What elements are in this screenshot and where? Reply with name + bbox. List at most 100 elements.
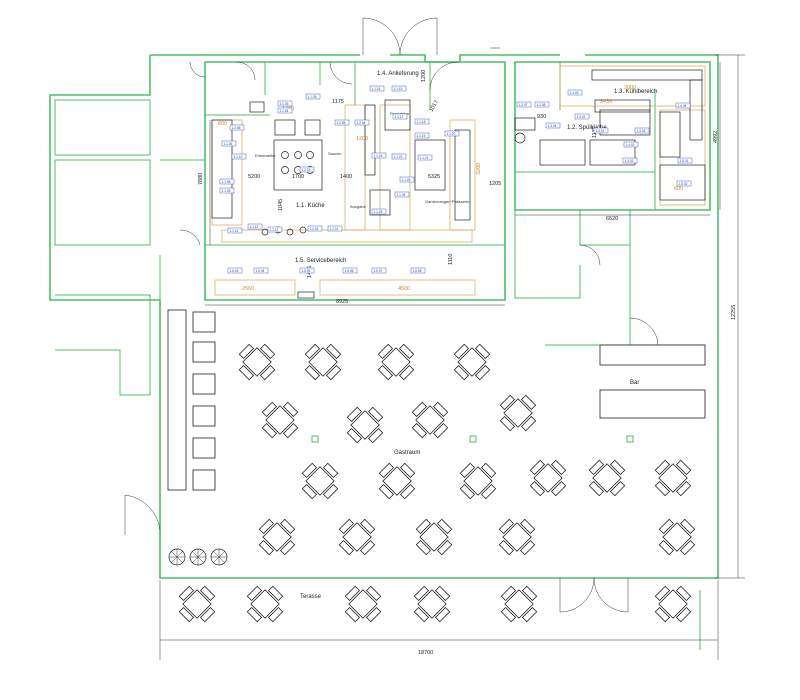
fan-icons [168, 548, 228, 566]
dim-dish-width: 6520 [606, 216, 618, 222]
equipment-tag-label: 1.1.26 [397, 193, 406, 197]
equipment-tag-label: 1.2.07 [519, 103, 528, 107]
equipment-tag-label: 1.1.18 [417, 120, 426, 124]
equipment-tag: 1.1.16 [369, 85, 385, 92]
odim-2000: 2000 [624, 85, 636, 91]
equipment-tag-label: 1.1.21 [420, 156, 429, 160]
dim-5200: 5200 [248, 174, 260, 180]
equipment-tag: 1.2.02 [307, 225, 323, 232]
table-with-chairs [415, 518, 453, 556]
table-with-chairs [411, 401, 449, 439]
equipment-tag: 1.1.17 [392, 113, 408, 120]
equipment-tag-label: 1.4.04 [678, 104, 687, 108]
equipment-tag: 1.5.02 [676, 180, 692, 187]
equipment-tag-label: 1.5.03 [230, 269, 239, 273]
equipment-tag-label: 1.4.03 [570, 91, 579, 95]
equipment-tag: 1.1.22 [391, 153, 407, 160]
equipment-tag-label: 1.5.07 [374, 269, 383, 273]
doors [124, 17, 659, 613]
equipment-tag-label: 1.3.03 [625, 159, 634, 163]
equipment-tag-label: 1.3.04 [548, 124, 557, 128]
room-terrace: Terasse [300, 594, 322, 600]
table-with-chairs [654, 585, 692, 623]
equipment-tag-label: 1.1.05 [308, 95, 317, 99]
dim-1700: 1700 [292, 174, 304, 180]
dim-1205: 1205 [489, 181, 501, 187]
equipment-tag-label: 1.5.08 [413, 269, 422, 273]
equipment-tag: 1.5.01 [677, 157, 693, 164]
dim-1110: 1110 [448, 254, 454, 265]
odim-3200: 3200 [476, 163, 482, 175]
equipment-tag-label: 1.2.03 [302, 168, 311, 172]
room-service: 1.5. Servicebereich [295, 258, 346, 264]
equipment-tag-label: 1.5.01 [680, 159, 689, 163]
dim-kitchen-width: 8925 [336, 299, 348, 305]
equipment-tag: 1.1.12 [267, 226, 283, 233]
equipment-tag: 1.1.06 [221, 140, 237, 147]
table-with-chairs [413, 585, 451, 623]
equipment-tag: 1.4.01 [593, 127, 609, 134]
equipment-tag-label: 1.2.01 [330, 227, 339, 231]
equipment-tag-label: 1.1.13 [250, 225, 259, 229]
equipment-tag: 1.1.14 [227, 227, 243, 234]
equipment-tag-label: 1.5.04 [256, 269, 265, 273]
equipment-tag-label: 1.4.02 [626, 143, 635, 147]
odim-2560: 2560 [242, 286, 254, 292]
equipment-tags: 1.1.031.1.041.1.051.1.061.1.081.1.091.1.… [219, 85, 693, 274]
equipment-tag: 1.2.04 [354, 119, 370, 126]
table-with-chairs [258, 518, 296, 556]
equipment-tag-label: 1.1.19 [417, 134, 426, 138]
dim-overall-height: 12255 [731, 305, 737, 320]
equipment-tag-label: 1.1.12 [270, 228, 279, 232]
equipment-tag: 1.3.02 [634, 127, 650, 134]
equipment-tag: 1.2.03 [299, 166, 315, 173]
equipment-tag-label: 1.3.01 [577, 115, 586, 119]
equipment-tag: 1.5.08 [410, 267, 426, 274]
table-with-chairs [500, 585, 538, 623]
table-with-chairs [344, 585, 382, 623]
left-bench [167, 309, 216, 491]
dim-930: 930 [537, 114, 546, 120]
equipment-tag: 1.3.03 [622, 157, 638, 164]
equipment-tag-label: 1.4.01 [596, 129, 605, 133]
odim-3434: 3434 [600, 99, 612, 105]
table-with-chairs [529, 459, 567, 497]
outer-walls [49, 54, 719, 650]
table-with-chairs [588, 459, 626, 497]
table-with-chairs [304, 343, 342, 381]
equipment-tag-label: 1.2.04 [357, 121, 366, 125]
odim-800: 800 [218, 121, 227, 127]
label-saucier: Saucier [328, 151, 342, 156]
equipment-tag-label: 1.1.16 [372, 87, 381, 91]
table-with-chairs [301, 462, 339, 500]
table-with-chairs [246, 585, 284, 623]
dimension-lines [159, 54, 745, 660]
equipment-tag: 1.5.04 [253, 267, 269, 274]
room-delivery: 1.4. Anlieferung [377, 71, 419, 77]
equipment-tag-label: 1.1.03 [280, 102, 289, 106]
table-with-chairs [499, 394, 537, 432]
equipment-tag: 1.1.28 [371, 208, 387, 215]
equipment-tag: 1.2.08 [534, 101, 550, 108]
equipment-tag-label: 1.1.22 [394, 155, 403, 159]
equipment-tag: 1.5.07 [371, 267, 387, 274]
bar-label: Bar [630, 380, 639, 386]
equipment-tag-label: 1.1.15 [394, 87, 403, 91]
equipment-tag: 1.3.01 [574, 113, 590, 120]
equipment-tag: 1.1.10 [231, 153, 247, 160]
equipment-tag-label: 1.1.06 [224, 142, 233, 146]
equipment-tag: 1.5.06 [342, 267, 358, 274]
equipment-tag-label: 1.2.06 [232, 126, 241, 130]
odim-1200: 1200 [356, 136, 368, 142]
dim-overall-width: 18700 [418, 650, 433, 656]
equipment-tag: 1.1.19 [414, 132, 430, 139]
equipment-tag: 1.1.04 [277, 107, 293, 114]
equipment-tag: 1.4.02 [623, 141, 639, 148]
equipment-tag: 1.1.05 [305, 93, 321, 100]
equipment-tag: 1.2.07 [516, 101, 532, 108]
dim-5325: 5325 [428, 174, 440, 180]
equipment-tag: 1.2.06 [229, 124, 245, 131]
equipment-tag: 1.1.03 [277, 100, 293, 107]
table-with-chairs [238, 343, 276, 381]
